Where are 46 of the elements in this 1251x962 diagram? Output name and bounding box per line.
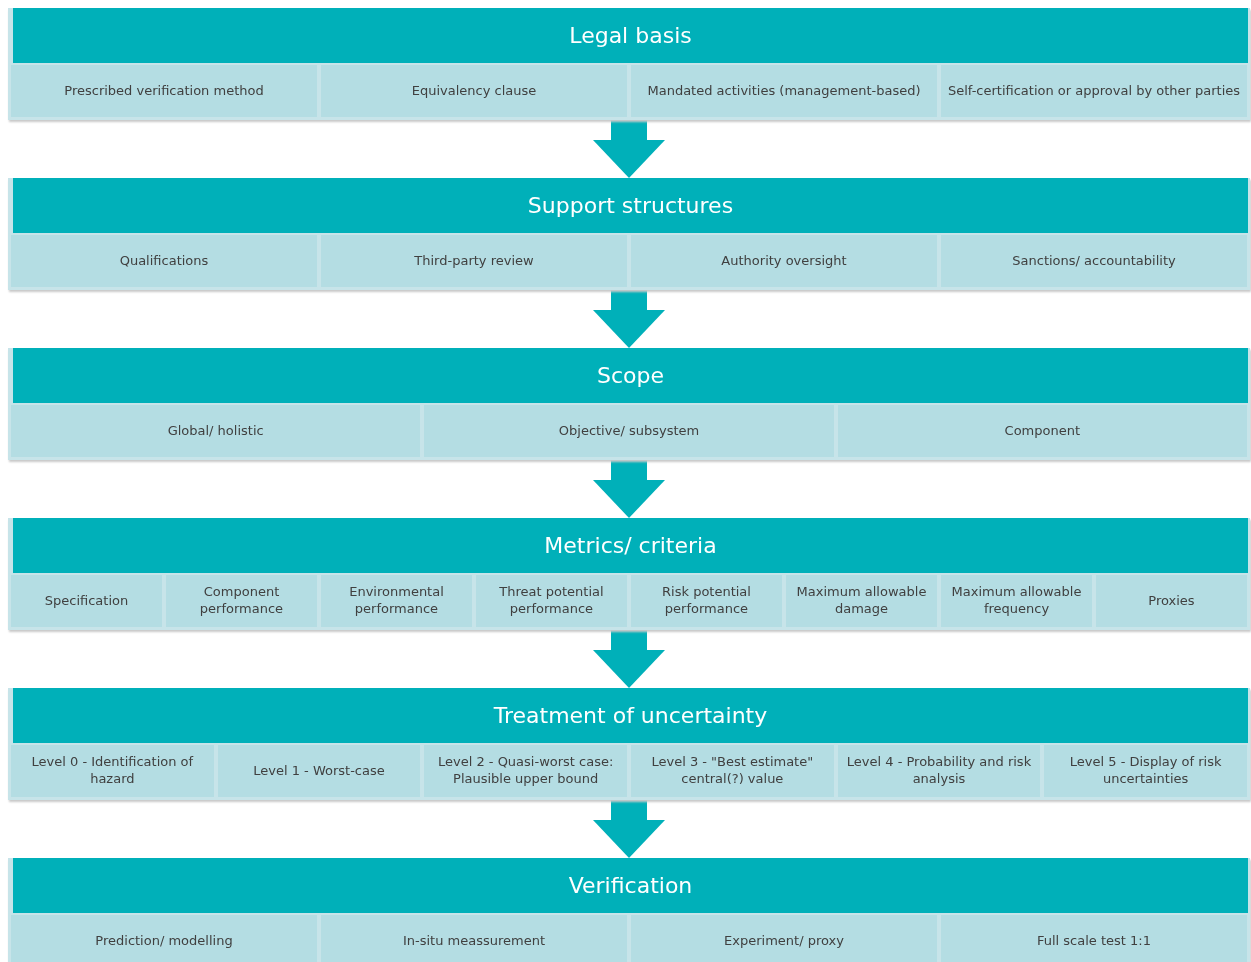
down-arrow xyxy=(593,800,665,858)
category-cell: Full scale test 1:1 xyxy=(941,915,1247,962)
category-cell: Proxies xyxy=(1096,575,1247,627)
category-cell: Maximum allowable damage xyxy=(786,575,937,627)
section-heading: Legal basis xyxy=(13,8,1248,63)
category-cell: Level 5 - Display of risk uncertainties xyxy=(1044,745,1247,797)
section-heading: Support structures xyxy=(13,178,1248,233)
down-arrow xyxy=(593,630,665,688)
category-cell: Self-certification or approval by other parties xyxy=(941,65,1247,117)
section-heading: Metrics/ criteria xyxy=(13,518,1248,573)
category-cell: Specification xyxy=(11,575,162,627)
category-cell: Sanctions/ accountability xyxy=(941,235,1247,287)
category-cell: Risk potential performance xyxy=(631,575,782,627)
section-panel xyxy=(8,178,1250,290)
section-heading: Scope xyxy=(13,348,1248,403)
category-cell: Component performance xyxy=(166,575,317,627)
section-panel xyxy=(8,858,1250,962)
category-cell: Level 1 - Worst-case xyxy=(217,745,421,797)
category-cell: Prediction/ modelling xyxy=(11,915,317,962)
section-heading: Verification xyxy=(13,858,1248,913)
category-cell: Maximum allowable frequency xyxy=(941,575,1092,627)
category-cell: Objective/ subsystem xyxy=(424,405,834,457)
category-cell: Third-party review xyxy=(321,235,627,287)
down-arrow xyxy=(593,120,665,178)
category-cell: Level 2 - Quasi-worst case: Plausible upper bound xyxy=(424,745,627,797)
category-cell: Level 4 - Probability and risk analysis xyxy=(837,745,1041,797)
category-cell: Level 3 - "Best estimate" central(?) value xyxy=(631,745,834,797)
section-panel xyxy=(8,518,1250,630)
category-cell: Mandated activities (management-based) xyxy=(631,65,937,117)
down-arrow xyxy=(593,460,665,518)
category-cell: In-situ meassurement xyxy=(321,915,627,962)
section-panel xyxy=(8,688,1250,800)
category-cell: Environmental performance xyxy=(321,575,472,627)
category-cell: Experiment/ proxy xyxy=(631,915,937,962)
category-cell: Global/ holistic xyxy=(11,405,421,457)
category-cell: Level 0 - Identification of hazard xyxy=(11,745,214,797)
category-cell: Prescribed verification method xyxy=(11,65,317,117)
category-cell: Qualifications xyxy=(11,235,317,287)
category-cell: Threat potential performance xyxy=(476,575,627,627)
section-heading: Treatment of uncertainty xyxy=(13,688,1248,743)
category-cell: Authority oversight xyxy=(631,235,937,287)
section-panel xyxy=(8,8,1250,120)
category-cell: Equivalency clause xyxy=(321,65,627,117)
category-cell: Component xyxy=(837,405,1247,457)
down-arrow xyxy=(593,290,665,348)
section-panel xyxy=(8,348,1250,460)
